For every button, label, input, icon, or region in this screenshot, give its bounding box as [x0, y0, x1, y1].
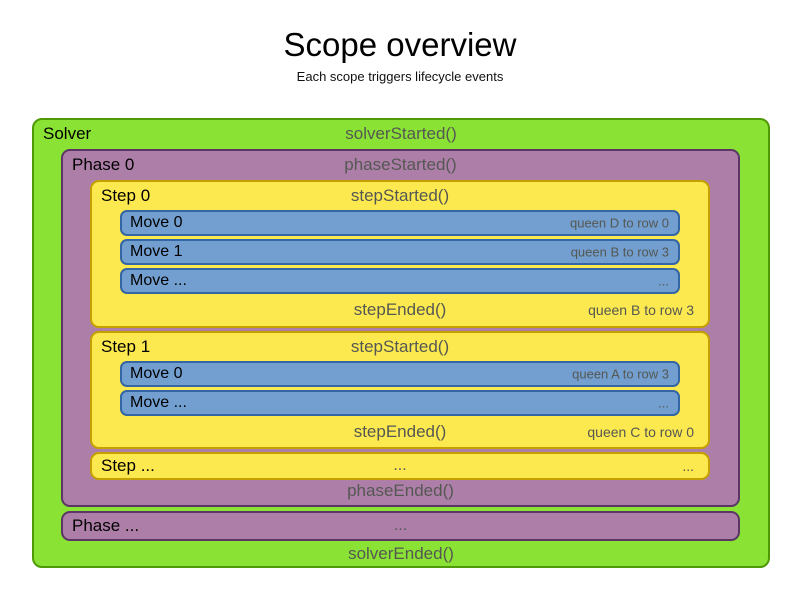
- phase-0-ended-row: phaseEnded(): [63, 477, 738, 505]
- phase-0-started-event: phaseStarted(): [344, 155, 457, 174]
- move-annotation: queen B to row 3: [570, 244, 669, 260]
- move-label: Move 0: [130, 365, 183, 382]
- move-annotation: queen A to row 3: [572, 366, 669, 382]
- solver-ended-row: solverEnded(): [34, 540, 768, 568]
- solver-scope-box: Solver solverStarted() Phase 0 phaseStar…: [32, 118, 770, 568]
- solver-started-event: solverStarted(): [345, 124, 457, 143]
- page-title: Scope overview: [283, 26, 517, 63]
- phase-more-center-ellipsis: ...: [393, 517, 408, 534]
- step-1-header-row: Step 1 stepStarted(): [92, 333, 708, 361]
- move-annotation: ...: [658, 273, 669, 289]
- step-1-ended-event: stepEnded(): [353, 422, 447, 441]
- move-label: Move 1: [130, 243, 183, 260]
- phase-more-label: Phase ...: [72, 516, 140, 535]
- phase-0-label: Phase 0: [72, 155, 135, 174]
- move-label: Move ...: [130, 272, 187, 289]
- phase-0-scope-box: Phase 0 phaseStarted() Step 0 stepStarte…: [61, 149, 740, 507]
- step-0-header-row: Step 0 stepStarted(): [92, 182, 708, 210]
- move-label: Move ...: [130, 394, 187, 411]
- move-annotation: queen D to row 0: [569, 215, 669, 231]
- phase-0-header-row: Phase 0 phaseStarted(): [63, 151, 738, 179]
- move-label: Move 0: [130, 214, 183, 231]
- step-0-started-event: stepStarted(): [350, 186, 450, 205]
- solver-header-row: Solver solverStarted(): [34, 120, 768, 148]
- step-more-label: Step ...: [101, 456, 155, 475]
- phase-0-ended-event: phaseEnded(): [347, 481, 454, 500]
- step-0-ended-row: stepEnded() queen B to row 3: [92, 296, 708, 324]
- step-more-scope-box: Step ... ... ...: [90, 452, 710, 480]
- step-0-scope-box: Step 0 stepStarted() Move 0 queen D to r…: [90, 180, 710, 328]
- page-subtitle: Each scope triggers lifecycle events: [296, 69, 504, 84]
- step-0-ended-event: stepEnded(): [353, 300, 447, 319]
- step-0-move-more-box: Move ... ...: [120, 268, 680, 294]
- step-0-move-1-box: Move 1 queen B to row 3: [120, 239, 680, 265]
- step-0-move-0-box: Move 0 queen D to row 0: [120, 210, 680, 236]
- step-1-ended-row: stepEnded() queen C to row 0: [92, 418, 708, 446]
- solver-ended-event: solverEnded(): [348, 544, 454, 563]
- phase-more-scope-box: Phase ... ...: [61, 511, 740, 541]
- step-0-label: Step 0: [101, 186, 151, 205]
- step-1-scope-box: Step 1 stepStarted() Move 0 queen A to r…: [90, 331, 710, 449]
- step-more-center-ellipsis: ...: [393, 457, 407, 474]
- move-annotation: ...: [658, 395, 669, 411]
- step-1-label: Step 1: [101, 337, 151, 356]
- step-1-ended-annotation: queen C to row 0: [587, 424, 694, 440]
- step-more-right-ellipsis: ...: [682, 458, 694, 474]
- step-1-move-0-box: Move 0 queen A to row 3: [120, 361, 680, 387]
- step-1-move-more-box: Move ... ...: [120, 390, 680, 416]
- solver-label: Solver: [43, 124, 92, 143]
- step-0-ended-annotation: queen B to row 3: [588, 302, 694, 318]
- step-1-started-event: stepStarted(): [350, 337, 450, 356]
- phase-more-row: Phase ... ...: [63, 513, 738, 539]
- step-more-row: Step ... ... ...: [92, 454, 708, 478]
